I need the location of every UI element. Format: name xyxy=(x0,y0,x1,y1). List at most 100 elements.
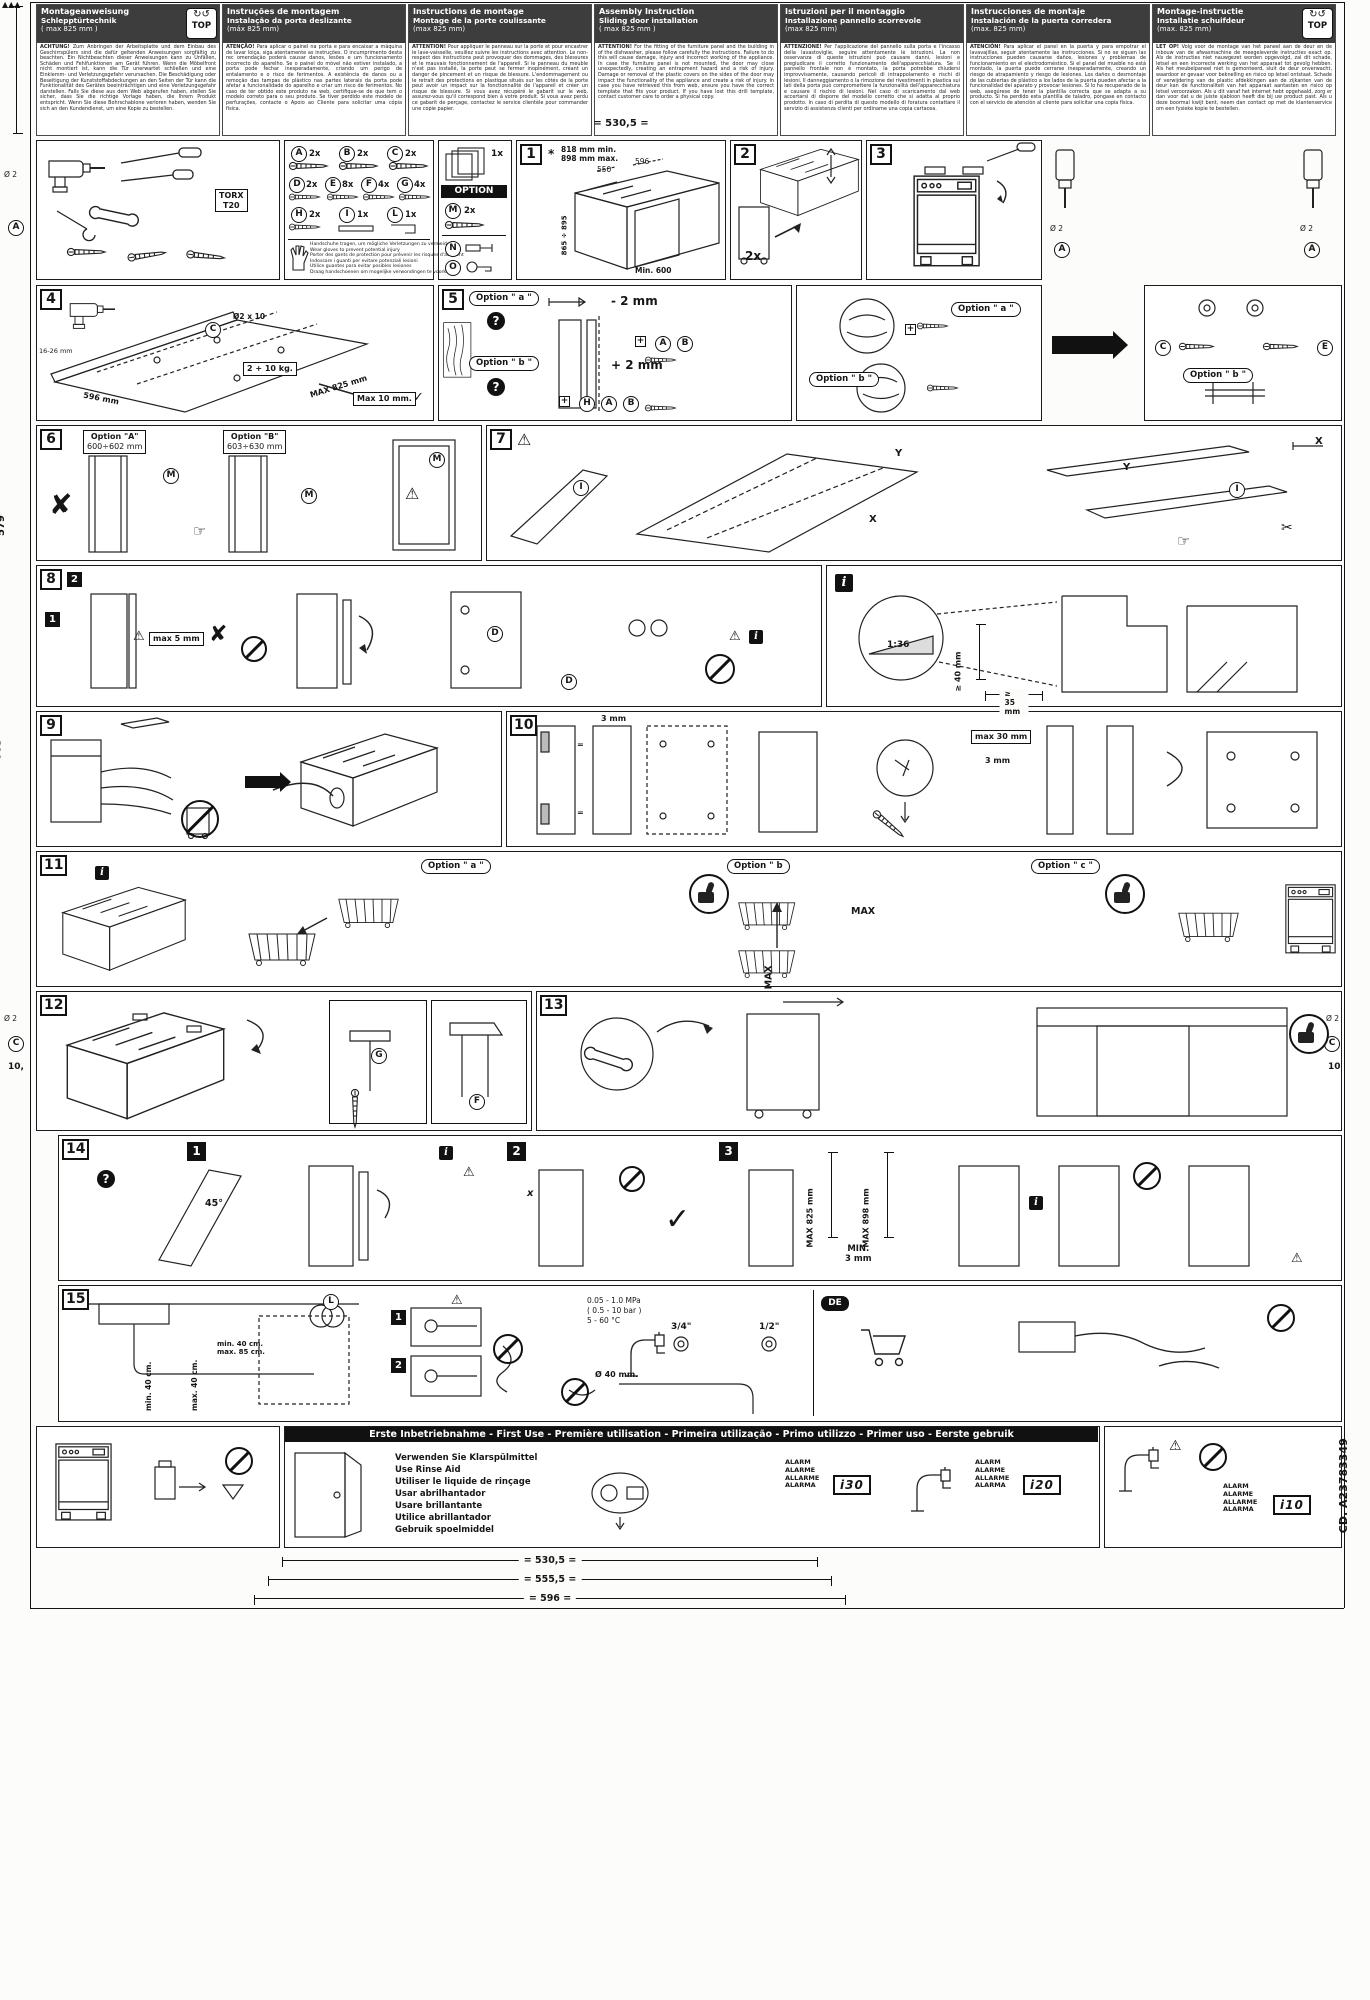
tap-icon-use xyxy=(910,1466,952,1512)
pointing-hand-icon: ☞ xyxy=(193,522,207,540)
circle-h-s5: H xyxy=(579,396,595,412)
eq-mark-2: = xyxy=(577,808,584,817)
alarm-label-0: ALARM xyxy=(975,1458,1001,1466)
lang-warn: ATTENTION! xyxy=(412,44,447,50)
option-a-pill-s11: Option " a " xyxy=(421,859,491,874)
sink-connection-sketch xyxy=(69,1303,1220,1414)
lang-text: Volg voor de montage van het paneel aan … xyxy=(1156,44,1332,112)
option-a-pill: Option " a " xyxy=(469,291,539,306)
max825-label: MAX 825 mm xyxy=(805,1188,815,1248)
range-16-26: 16-26 mm xyxy=(39,347,73,355)
hw-o-part xyxy=(466,261,492,273)
ge35-line: ≥ 35 mm xyxy=(985,688,1043,716)
circle-a-s5: A xyxy=(655,336,671,352)
rinse-line-6: Gebruik spoelmiddel xyxy=(395,1525,494,1535)
drill-vertical-icon xyxy=(1055,149,1075,208)
hw-qty-b: 2x xyxy=(357,149,369,159)
rinse-line-4: Usare brillantante xyxy=(395,1501,483,1511)
hw-qty-h: 2x xyxy=(309,210,321,220)
step-9-panel: 9 xyxy=(36,711,502,847)
gap-3mm-2: 3 mm xyxy=(985,756,1011,765)
torx-line1: TORX xyxy=(219,191,244,200)
step-10-number: 10 xyxy=(510,715,538,736)
option-A-dim: 600÷602 mm xyxy=(87,442,143,451)
coupling-34: 3/4" xyxy=(671,1322,692,1332)
temp-range: 5 - 60 °C xyxy=(587,1316,621,1325)
ge35-label: ≥ 35 mm xyxy=(999,688,1029,716)
step-13-panel: 13 xyxy=(536,991,1342,1131)
max-label-1: MAX xyxy=(851,906,876,917)
lang-text: Per l'applicazione del pannello sulla po… xyxy=(784,44,960,112)
hw-letter-c: C xyxy=(387,146,403,162)
check-mark: ✓ xyxy=(413,390,424,405)
bottom-dim-555: = 555,5 = xyxy=(268,1573,832,1586)
step-8-number: 8 xyxy=(40,569,62,590)
step-6-panel: 6 ✘ Option "A"600÷602 mm Option "B"603÷6… xyxy=(36,425,482,561)
door-mount-sketch xyxy=(158,1165,1250,1267)
lang-header-nl: Montage-instructie Installatie schuifdeu… xyxy=(1153,5,1335,43)
sub-badge-3: 3 xyxy=(719,1142,738,1161)
dim-10-right: 10 xyxy=(1328,1062,1341,1072)
rinse-line-1: Use Rinse Aid xyxy=(395,1465,461,1475)
top-badge: ↻↺TOP xyxy=(1302,8,1333,39)
alarm-label-2: ALLARME xyxy=(1223,1497,1258,1506)
top-badge-label: TOP xyxy=(191,21,212,31)
info-badge-s14b: i xyxy=(1029,1196,1043,1210)
step-7-number: 7 xyxy=(490,429,512,450)
circle-i-1: I xyxy=(573,480,589,496)
step-14-number: 14 xyxy=(62,1139,90,1160)
circle-i-2: I xyxy=(1229,482,1245,498)
frame-right xyxy=(1344,2,1345,1608)
corner-registration-marks: ▲▲▲ xyxy=(2,0,21,9)
dim-x-2: X xyxy=(1315,436,1323,447)
max-5mm-label: max 5 mm xyxy=(149,632,204,646)
dim-y-1: Y xyxy=(895,448,903,459)
minus-2mm: - 2 mm xyxy=(611,294,658,308)
lang-warn: ATENCIÓN! xyxy=(970,44,1001,50)
lang-maxline: ( max 825 mm ) xyxy=(599,25,656,33)
thumbs-up-icon xyxy=(1114,882,1131,903)
lang-maxline: (max. 825 mm) xyxy=(971,25,1026,33)
glove-warning-4: Utilice guantes para evitar posibles les… xyxy=(310,264,412,269)
max825-line xyxy=(827,1152,838,1238)
gap-3mm-1: 3 mm xyxy=(601,714,627,723)
de-divider xyxy=(813,1290,814,1416)
step-5-fastener-panel: C E Option " b " xyxy=(1144,285,1342,421)
hw-letter-e: E xyxy=(325,177,341,193)
question-circle-a: ? xyxy=(487,312,505,330)
first-use-center-panel: Erste Inbetriebnahme - First Use - Premi… xyxy=(284,1426,1100,1548)
thumbs-up-circle-c xyxy=(1105,874,1145,914)
min40-label: min. 40 cm. xyxy=(144,1361,153,1411)
step-2-number: 2 xyxy=(734,144,756,165)
ge40-line xyxy=(975,624,986,680)
template-qty: 1x xyxy=(491,149,504,159)
option-divider xyxy=(442,235,506,236)
lang-subtitle: Instalação da porta deslizante xyxy=(227,16,352,25)
first-use-left-panel xyxy=(36,1426,280,1548)
alarm-cluster-3: ALARM ALARME ALLARME ALARMA xyxy=(1223,1482,1258,1514)
step-6-number: 6 xyxy=(40,429,62,450)
lang-col-de: Montageanweisung Schlepptürtechnik ( max… xyxy=(36,4,220,136)
lang-maxline: (máx 825 mm) xyxy=(227,25,280,33)
margin-dia2-label-left: Ø 2 xyxy=(4,170,18,179)
lang-title: Assembly Instruction xyxy=(599,7,695,16)
bottom-dim-530-label: = 530,5 = xyxy=(518,1554,582,1566)
de-badge: DE xyxy=(821,1296,849,1311)
lang-title: Montageanweisung xyxy=(41,7,130,16)
lang-subtitle: Sliding door installation xyxy=(599,16,698,25)
rinse-line-5: Utilice abrillantador xyxy=(395,1513,491,1523)
frame-top xyxy=(30,2,1344,3)
hw-letter-d: D xyxy=(289,177,305,193)
option-b-pill-s11: Option " b xyxy=(727,859,790,874)
circle-letter-c-left: C xyxy=(8,1036,24,1052)
lang-col-it: Istruzioni per il montaggio Installazion… xyxy=(780,4,964,136)
lang-body-es: ATENCIÓN! Para aplicar el panel en la pu… xyxy=(967,43,1149,135)
scissors-icon: ✂ xyxy=(1281,520,1293,536)
dim-530-top: = 530,5 = xyxy=(593,118,649,129)
worktop-fix-sketch xyxy=(66,1012,264,1120)
forbid-circle-s14 xyxy=(619,1166,645,1192)
plus-box-b: + xyxy=(559,396,570,407)
sub-step-2: 2 xyxy=(67,572,82,587)
alarm-label-0: ALARM xyxy=(1223,1482,1249,1490)
option-b-pill-3: Option " b " xyxy=(1183,368,1253,383)
